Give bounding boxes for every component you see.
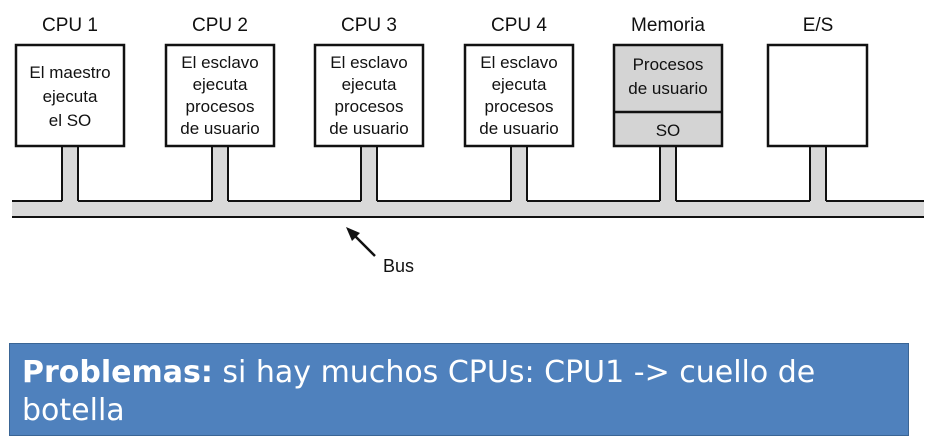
unit-title-cpu-4: CPU 4 <box>491 15 547 36</box>
cpu-2-bus-connector <box>211 146 229 202</box>
cpu-4-line-1: El esclavo <box>480 53 557 72</box>
memory-upper-line-1: Procesos <box>633 55 704 74</box>
memory-bus-connector <box>659 146 677 202</box>
bus-label: Bus <box>383 256 414 276</box>
cpu-1-box <box>14 43 126 148</box>
cpu-4-box <box>463 43 575 148</box>
cpu-2-line-3: procesos <box>186 97 255 116</box>
bus-connectors <box>61 146 827 202</box>
cpu-4-line-3: procesos <box>485 97 554 116</box>
cpu-3-line-1: El esclavo <box>330 53 407 72</box>
memory-upper-line-2: de usuario <box>628 79 707 98</box>
problem-note: Problemas: si hay muchos CPUs: CPU1 -> c… <box>9 343 909 436</box>
memory-lower-line-1: SO <box>656 121 681 140</box>
unit-title-cpu-2: CPU 2 <box>192 15 248 36</box>
cpu-2-line-1: El esclavo <box>181 53 258 72</box>
cpu-4-line-2: ejecuta <box>492 75 547 94</box>
cpu-4-bus-connector <box>510 146 528 202</box>
io-box <box>766 43 869 148</box>
cpu-2-line-2: ejecuta <box>193 75 248 94</box>
memory-box <box>612 43 724 148</box>
cpu-2-box <box>164 43 276 148</box>
note-text: si hay muchos CPUs: CPU1 -> cuello de bo… <box>22 355 816 428</box>
cpu-1-line-3: el SO <box>49 111 92 130</box>
cpu-1-line-1: El maestro <box>29 63 110 82</box>
architecture-diagram: CPU 1 CPU 2 CPU 3 CPU 4 Memoria E/S El m… <box>12 15 924 276</box>
cpu-1-line-2: ejecuta <box>43 87 98 106</box>
io-bus-connector <box>809 146 827 202</box>
cpu-4-line-4: de usuario <box>479 119 558 138</box>
bus-arrow-icon <box>346 227 376 257</box>
cpu-3-box <box>313 43 425 148</box>
cpu-3-line-2: ejecuta <box>342 75 397 94</box>
cpu-2-line-4: de usuario <box>180 119 259 138</box>
note-bold: Problemas: <box>22 355 213 390</box>
unit-title-cpu-1: CPU 1 <box>42 15 98 36</box>
unit-title-es: E/S <box>803 15 834 36</box>
system-bus <box>12 200 924 218</box>
cpu-1-bus-connector <box>61 146 79 202</box>
cpu-3-bus-connector <box>360 146 378 202</box>
unit-title-cpu-3: CPU 3 <box>341 15 397 36</box>
cpu-3-line-3: procesos <box>335 97 404 116</box>
unit-title-memoria: Memoria <box>631 15 705 36</box>
cpu-3-line-4: de usuario <box>329 119 408 138</box>
